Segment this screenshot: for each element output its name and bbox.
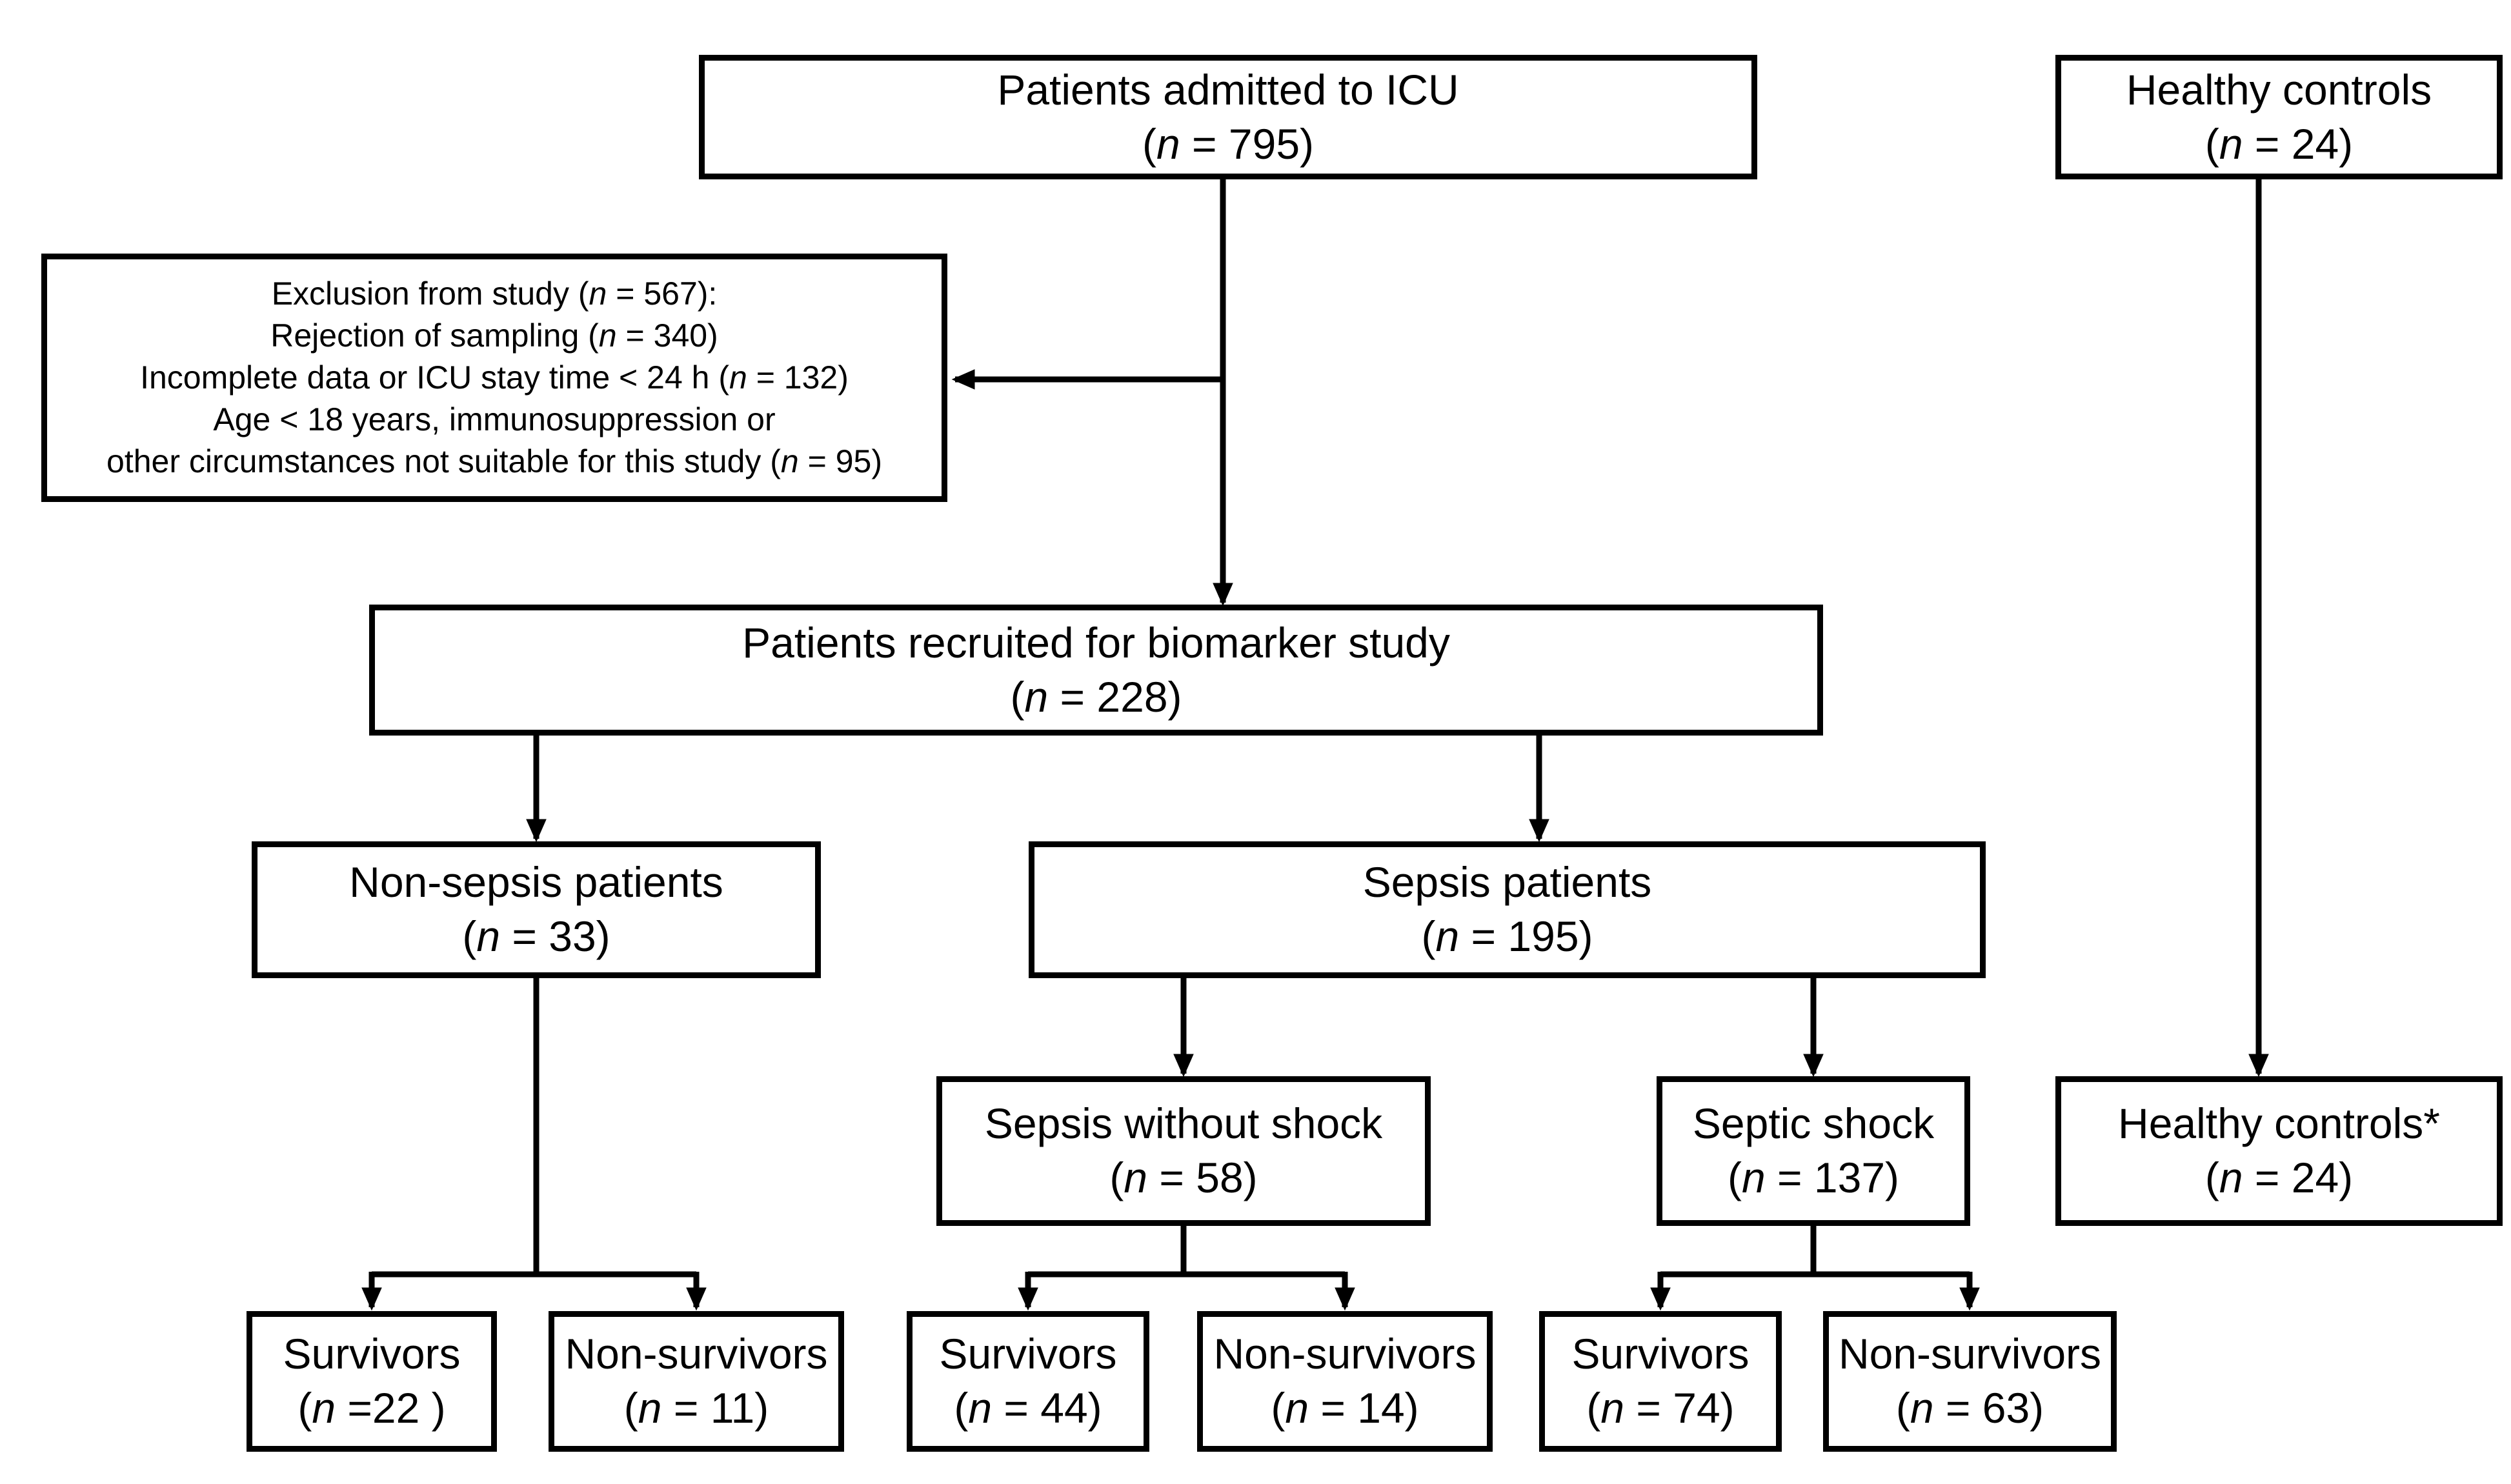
box-count: (n =22 ) (297, 1384, 446, 1432)
box-sepsis-ws-non-survivors: Non-survivors (n = 14) (1197, 1311, 1493, 1452)
box-nonsepsis-survivors: Survivors (n =22 ) (247, 1311, 497, 1452)
exclusion-line: Rejection of sampling (n = 340) (270, 317, 718, 354)
box-count: (n = 11) (623, 1384, 769, 1432)
exclusion-line: Exclusion from study (n = 567): (271, 276, 718, 312)
box-patients-recruited-biomarker-study: Patients recruited for biomarker study (… (369, 605, 1823, 736)
box-title: Survivors (1571, 1330, 1750, 1378)
box-count: (n = 74) (1586, 1384, 1735, 1432)
box-count: (n = 63) (1895, 1384, 2044, 1432)
box-septic-shock-survivors: Survivors (n = 74) (1539, 1311, 1782, 1452)
exclusion-line: Age < 18 years, immunosuppression or (213, 401, 776, 437)
box-title: Patients recruited for biomarker study (742, 618, 1450, 667)
box-title: Non-survivors (1838, 1330, 2102, 1378)
box-healthy-controls-star: Healthy controls* (n = 24) (2055, 1076, 2503, 1226)
box-exclusion-from-study: Exclusion from study (n = 567): Rejectio… (41, 254, 947, 502)
box-title: Septic shock (1692, 1099, 1935, 1148)
box-title: Survivors (283, 1330, 461, 1378)
box-count: (n = 795) (1142, 119, 1315, 168)
box-title: Sepsis without shock (984, 1099, 1383, 1148)
box-sepsis-ws-survivors: Survivors (n = 44) (907, 1311, 1149, 1452)
box-septic-shock: Septic shock (n = 137) (1657, 1076, 1970, 1226)
box-count: (n = 14) (1271, 1384, 1419, 1432)
box-title: Sepsis patients (1362, 858, 1652, 907)
box-count: (n = 24) (2204, 1154, 2354, 1201)
box-count: (n = 195) (1421, 912, 1593, 960)
box-patients-admitted-icu: Patients admitted to ICU (n = 795) (699, 55, 1757, 179)
box-title: Healthy controls (2126, 65, 2432, 114)
exclusion-line: Incomplete data or ICU stay time < 24 h … (140, 359, 849, 396)
box-septic-shock-non-survivors: Non-survivors (n = 63) (1823, 1311, 2117, 1452)
box-sepsis-without-shock: Sepsis without shock (n = 58) (936, 1076, 1431, 1226)
box-title: Non-sepsis patients (349, 858, 723, 907)
box-count: (n = 33) (462, 912, 610, 960)
box-healthy-controls: Healthy controls (n = 24) (2055, 55, 2503, 179)
box-count: (n = 228) (1010, 672, 1182, 721)
box-title: Patients admitted to ICU (997, 65, 1459, 114)
box-count: (n = 44) (954, 1384, 1102, 1432)
exclusion-line: other circumstances not suitable for thi… (106, 443, 882, 479)
box-title: Non-survivors (565, 1330, 828, 1378)
box-count: (n = 24) (2204, 119, 2354, 168)
box-title: Non-survivors (1213, 1330, 1477, 1378)
box-title: Healthy controls* (2118, 1099, 2440, 1148)
box-sepsis-patients: Sepsis patients (n = 195) (1029, 841, 1986, 978)
box-title: Survivors (939, 1330, 1117, 1378)
box-nonsepsis-non-survivors: Non-survivors (n = 11) (549, 1311, 844, 1452)
box-count: (n = 137) (1727, 1154, 1900, 1201)
box-non-sepsis-patients: Non-sepsis patients (n = 33) (252, 841, 821, 978)
box-count: (n = 58) (1109, 1154, 1258, 1201)
